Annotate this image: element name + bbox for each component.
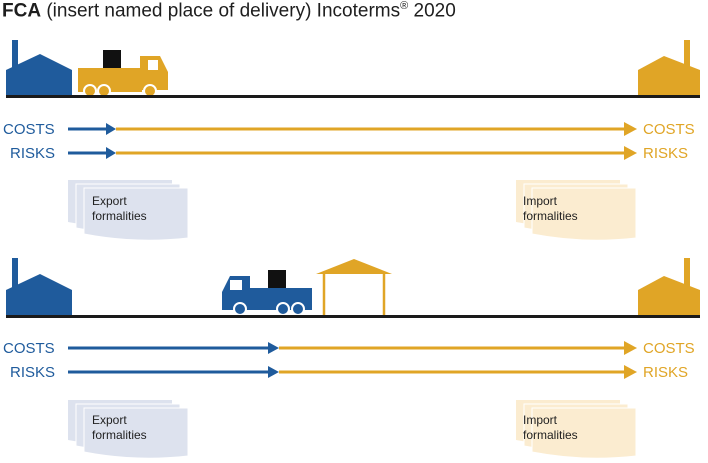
risks-arrowhead-seller [106, 147, 116, 159]
export-doc-line1: Export [92, 413, 127, 427]
page-title: FCA (insert named place of delivery) Inc… [2, 0, 456, 22]
scenario-1: COSTS COSTS RISKS RISKS Export formaliti… [3, 40, 700, 241]
export-doc-line2: formalities [92, 209, 147, 223]
title-text: (insert named place of delivery) Incoter… [41, 0, 401, 22]
scenario-2: COSTS COSTS RISKS RISKS Export formaliti… [3, 258, 700, 459]
costs-label-seller: COSTS [3, 121, 55, 138]
truck-icon [78, 56, 168, 98]
export-doc-line2: formalities [92, 428, 147, 442]
costs-arrowhead-buyer [624, 341, 637, 355]
risks-arrowhead-seller [268, 366, 279, 378]
costs-arrowhead-seller [106, 123, 116, 135]
cargo-box-icon [268, 270, 286, 288]
ground-line [6, 95, 700, 98]
risks-arrowhead-buyer [624, 146, 637, 160]
costs-label-buyer: COSTS [643, 121, 695, 138]
import-doc-line2: formalities [523, 428, 578, 442]
cargo-box-icon [103, 50, 121, 68]
export-document-stack [68, 400, 189, 459]
risks-label-seller: RISKS [10, 364, 55, 381]
title-term: FCA [2, 0, 42, 22]
risks-arrowhead-buyer [624, 365, 637, 379]
risks-label-buyer: RISKS [643, 364, 688, 381]
import-document-stack [516, 180, 637, 241]
buyer-factory-icon [638, 40, 700, 96]
seller-factory-icon [6, 258, 72, 316]
costs-arrowhead-buyer [624, 122, 637, 136]
seller-factory-icon [6, 40, 72, 96]
costs-label-seller: COSTS [3, 340, 55, 357]
import-document-stack [516, 400, 637, 459]
title-registered-mark: ® [400, 0, 409, 12]
costs-label-buyer: COSTS [643, 340, 695, 357]
truck-icon [222, 276, 312, 316]
title-year: 2020 [408, 0, 456, 22]
risks-label-buyer: RISKS [643, 145, 688, 162]
risks-label-seller: RISKS [10, 145, 55, 162]
buyer-factory-icon [638, 258, 700, 316]
costs-arrowhead-seller [268, 342, 279, 354]
export-document-stack [68, 180, 189, 241]
import-doc-line2: formalities [523, 209, 578, 223]
ground-line [6, 315, 700, 318]
carrier-shed-icon [316, 259, 392, 316]
import-doc-line1: Import [523, 194, 558, 208]
import-doc-line1: Import [523, 413, 558, 427]
export-doc-line1: Export [92, 194, 127, 208]
